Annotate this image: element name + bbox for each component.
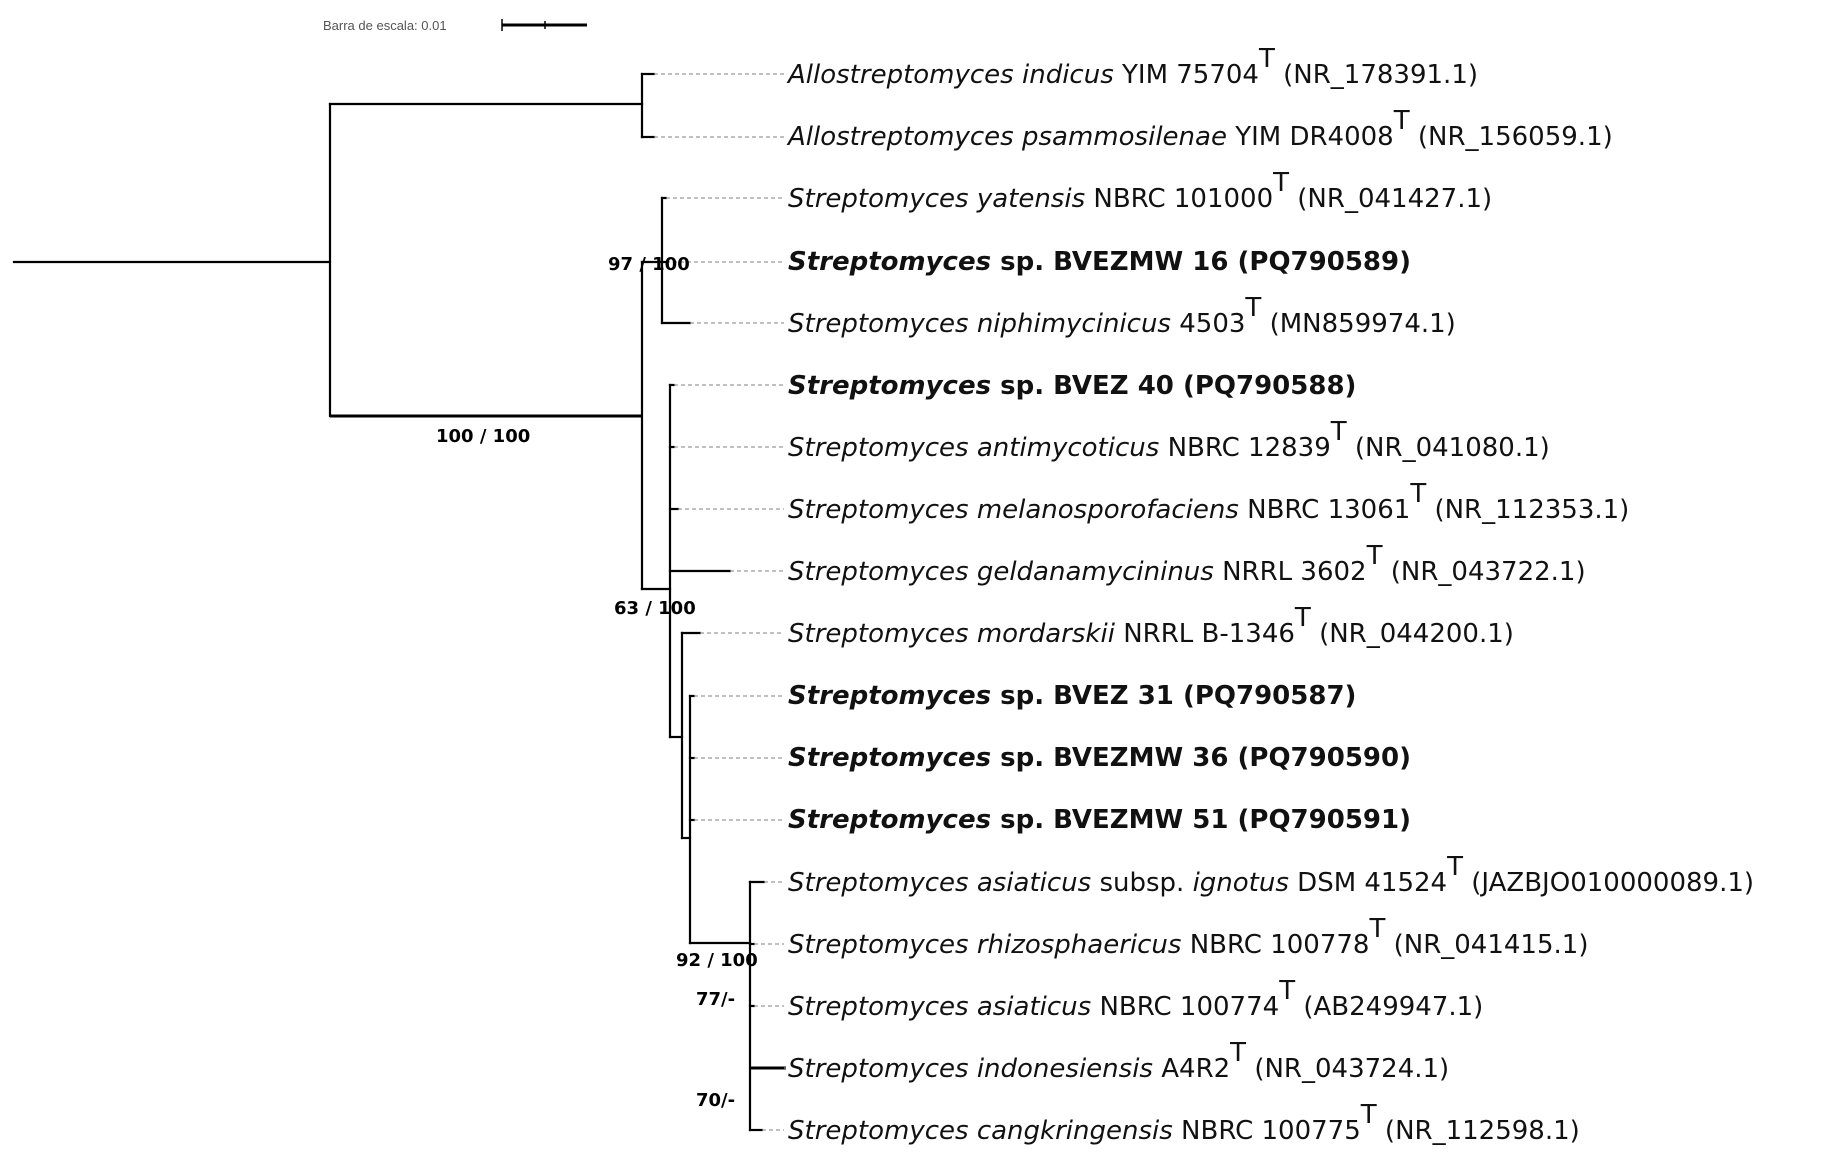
leaf-label-isolate: Streptomyces sp. BVEZ 40 (PQ790588): [788, 371, 1356, 401]
support-values: 100 / 100 97 / 100 63 / 100 92 / 100 77/…: [436, 254, 758, 1111]
support-label-yatensis-clade: 97 / 100: [608, 254, 690, 275]
leaf-label: Allostreptomyces indicus YIM 75704T (NR_…: [786, 44, 1478, 90]
leaf-label-isolate: Streptomyces sp. BVEZMW 51 (PQ790591): [788, 805, 1411, 835]
leaf-label: Streptomyces mordarskii NRRL B-1346T (NR…: [788, 603, 1514, 649]
leaf-label-isolate: Streptomyces sp. BVEZMW 16 (PQ790589): [788, 247, 1411, 277]
support-label-streptomyces-clade: 100 / 100: [436, 426, 530, 447]
scale-bar-label: Barra de escala: 0.01: [323, 18, 447, 33]
leaf-label: Streptomyces asiaticus NBRC 100774T (AB2…: [788, 976, 1483, 1022]
leaf-label: Streptomyces geldanamycininus NRRL 3602T…: [788, 541, 1586, 587]
leaf-label: Streptomyces cangkringensis NBRC 100775T…: [788, 1100, 1580, 1146]
leaf-label: Streptomyces yatensis NBRC 101000T (NR_0…: [788, 168, 1492, 214]
leaf-label: Streptomyces niphimycinicus 4503T (MN859…: [788, 293, 1456, 339]
support-label-asiaticus-clade: 92 / 100: [676, 950, 758, 971]
support-label-70: 70/-: [696, 1090, 735, 1111]
leader-lines: [654, 73, 786, 1131]
leaf-label: Allostreptomyces psammosilenae YIM DR400…: [786, 106, 1613, 152]
tree-edges: [12, 72, 786, 1132]
leaf-label: Streptomyces asiaticus subsp. ignotus DS…: [788, 852, 1754, 898]
scale-bar-group: Barra de escala: 0.01: [323, 18, 587, 33]
leaf-label-isolate: Streptomyces sp. BVEZ 31 (PQ790587): [788, 681, 1356, 711]
leaf-label: Streptomyces melanosporofaciens NBRC 130…: [788, 479, 1629, 525]
leaf-label: Streptomyces antimycoticus NBRC 12839T (…: [788, 417, 1550, 463]
leaf-label: Streptomyces rhizosphaericus NBRC 100778…: [788, 914, 1588, 960]
leaf-labels: Allostreptomyces indicus YIM 75704T (NR_…: [786, 44, 1754, 1146]
leaf-label: Streptomyces indonesiensis A4R2T (NR_043…: [788, 1038, 1449, 1084]
support-label-77: 77/-: [696, 989, 735, 1010]
leaf-label-isolate: Streptomyces sp. BVEZMW 36 (PQ790590): [788, 743, 1411, 773]
support-label-big-clade: 63 / 100: [614, 598, 696, 619]
